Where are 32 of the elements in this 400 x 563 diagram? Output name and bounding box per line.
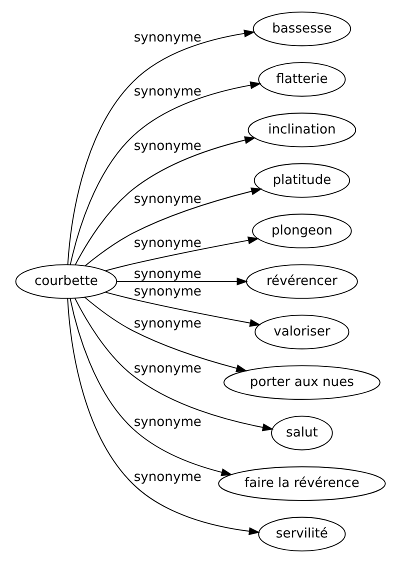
- edge-label: synonyme: [133, 266, 202, 282]
- node-ellipse: révérencer: [246, 264, 358, 299]
- node-ellipse: plongeon: [252, 214, 352, 248]
- node-ellipse: courbette: [14, 264, 117, 299]
- edge-label: synonyme: [133, 30, 202, 46]
- arrow: [66, 30, 255, 266]
- edge-label: synonyme: [133, 470, 202, 485]
- edge-label: synonyme: [133, 361, 202, 376]
- edge-label: synonyme: [133, 138, 202, 154]
- node-ellipse: salut: [270, 416, 332, 450]
- node-ellipse: flatterie: [258, 62, 346, 97]
- edge-label: synonyme: [133, 236, 202, 252]
- node-ellipse: inclination: [247, 112, 356, 148]
- edge-label: synonyme: [133, 84, 202, 100]
- arrow: [104, 292, 260, 327]
- node-ellipse: servilité: [258, 516, 346, 552]
- arrow: [69, 298, 232, 476]
- edge-label: synonyme: [133, 284, 202, 300]
- arrow: [84, 296, 247, 372]
- arrow: [84, 188, 262, 266]
- arrow: [74, 136, 256, 266]
- edge-label: synonyme: [133, 192, 202, 208]
- edge-label: synonyme: [133, 414, 202, 430]
- node-ellipse: valoriser: [254, 314, 349, 350]
- node-ellipse: bassesse: [252, 12, 351, 46]
- node-ellipse: platitude: [253, 163, 350, 198]
- arrow: [69, 81, 261, 266]
- arrow: [116, 278, 248, 286]
- edge-label: synonyme: [133, 316, 202, 332]
- arrow: [74, 298, 274, 432]
- arrow: [66, 298, 260, 536]
- arrow: [104, 236, 259, 272]
